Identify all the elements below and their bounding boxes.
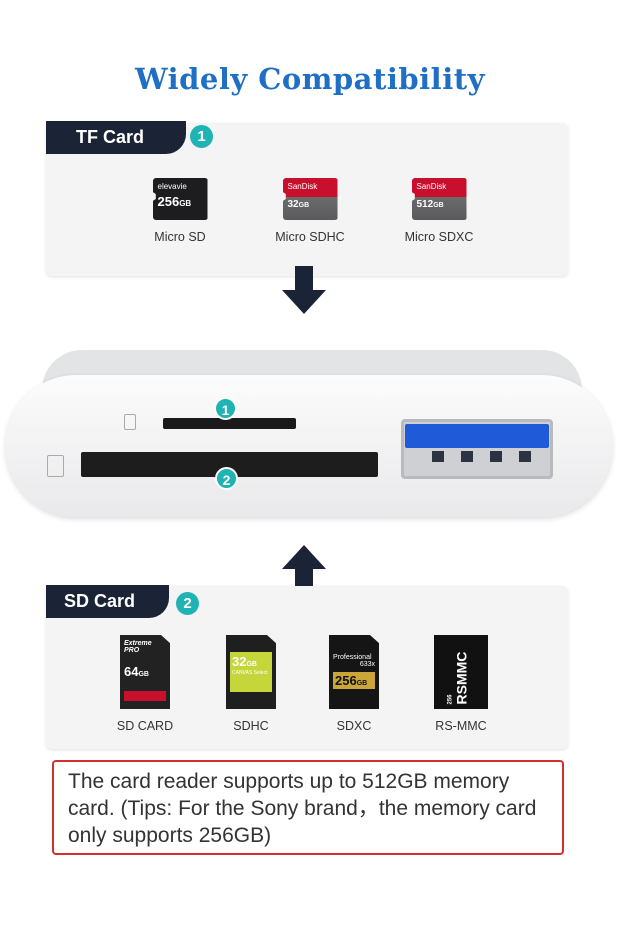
micro-sd-card-image: elevavie 256GB [152,178,208,220]
sdhc-item: 32GB CANVAS Select SDHC [215,635,287,733]
slot-badge-2: 2 [215,467,238,490]
card-label: Micro SDHC [275,230,345,244]
card-brand: elevavie [157,182,187,191]
arrow-down-icon [282,266,326,314]
slot-badge-1: 1 [214,397,237,420]
sd-card-image: Extreme PRO 64GB [120,635,170,709]
tf-card-slot [163,418,296,429]
usb-pin [461,451,473,462]
usb-pin [490,451,502,462]
sd-slot-icon [47,455,64,477]
notice-text: The card reader supports up to 512GB mem… [52,760,564,855]
card-stripe [124,691,166,701]
sd-card-badge: 2 [176,592,199,615]
usb-pin [432,451,444,462]
card-text: 256 RSMMC [447,651,470,705]
card-brand: Extreme PRO [124,640,152,654]
card-capacity: 64GB [124,664,149,679]
card-label-area: 32GB CANVAS Select [230,652,272,692]
rs-mmc-card-image: 256 RSMMC [434,635,488,709]
micro-sdhc-card-image: SanDisk 32GB [282,178,338,220]
card-brand: SanDisk [287,182,318,191]
micro-sd-item: elevavie 256GB Micro SD [140,178,220,244]
micro-sdxc-item: SanDisk 512GB Micro SDXC [397,178,481,244]
card-capacity: 256GB [157,194,192,209]
card-label: SD CARD [116,719,174,733]
page-title: Widely Compatibility [135,62,485,96]
card-label: Micro SDXC [404,230,474,244]
card-brand: SanDisk [416,182,447,191]
sdhc-card-image: 32GB CANVAS Select [226,635,276,709]
card-label: RS-MMC [435,719,487,733]
card-brand: Professional [333,654,372,661]
card-speed: 633x [359,661,375,668]
card-label: SDXC [336,719,372,733]
tf-card-badge: 1 [190,125,213,148]
sdxc-item: Professional 633x 256GB SDXC [318,635,390,733]
arrow-up-icon [282,545,326,593]
card-brand: CANVAS Select [232,670,268,676]
rs-mmc-item: 256 RSMMC RS-MMC [424,635,498,733]
micro-sd-slot-icon [124,414,136,430]
card-capacity: 32GB [232,654,257,669]
micro-sdhc-item: SanDisk 32GB Micro SDHC [268,178,352,244]
sd-card-tag: SD Card [46,585,169,618]
card-capacity: 256GB [335,673,368,688]
card-capacity: 512GB [416,199,444,210]
micro-sdxc-card-image: SanDisk 512GB [411,178,467,220]
card-capacity: 32GB [287,199,310,210]
usb-pin [519,451,531,462]
card-label: SDHC [233,719,269,733]
sd-card-item: Extreme PRO 64GB SD CARD [109,635,181,733]
sdxc-card-image: Professional 633x 256GB [329,635,379,709]
usb-port-tongue [405,424,549,448]
card-label: Micro SD [154,230,206,244]
card-label-area: 256GB [333,672,375,689]
tf-card-tag: TF Card [46,121,186,154]
